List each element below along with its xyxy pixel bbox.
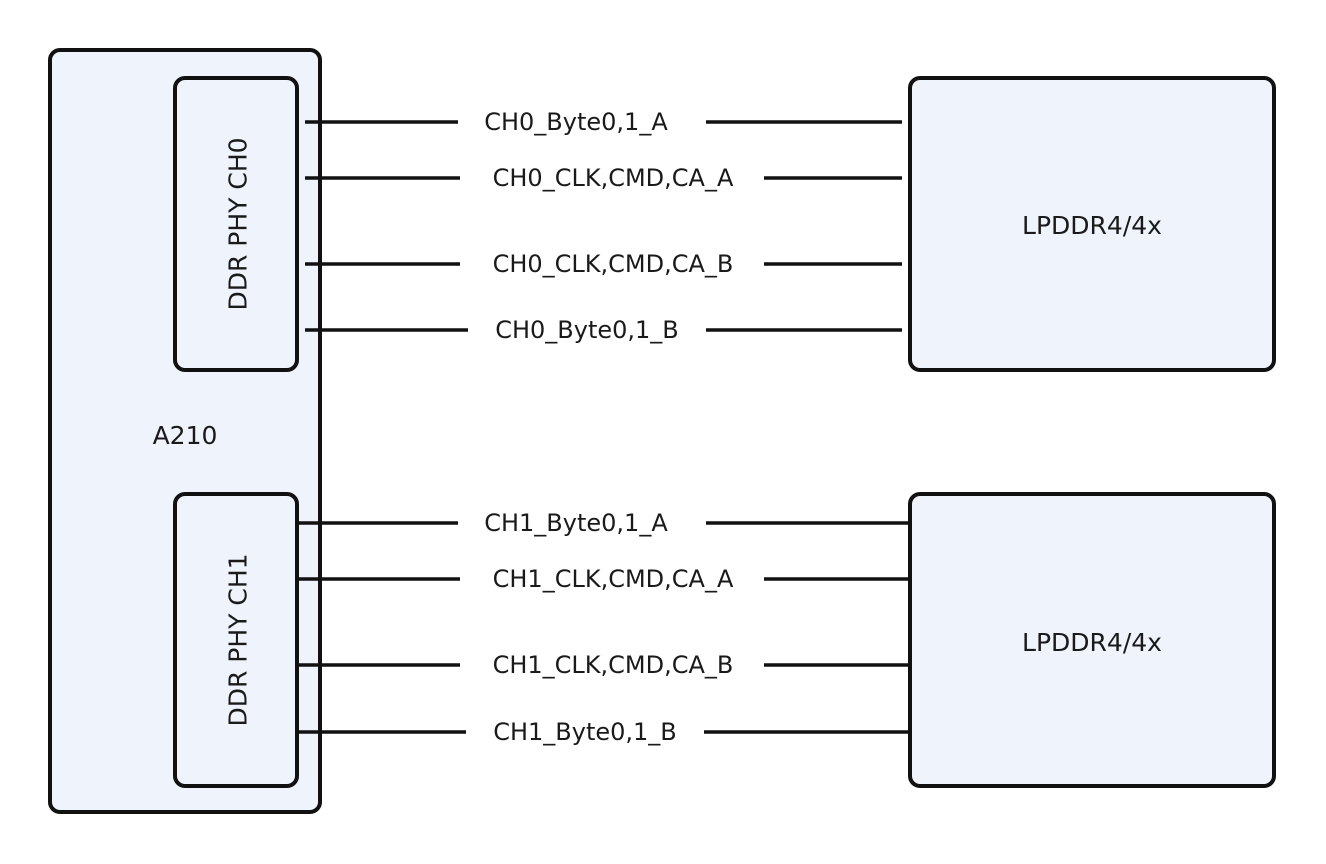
- ch0-signal-label: CH0_CLK,CMD,CA_A: [493, 164, 734, 192]
- phy-ch0-label: DDR PHY CH0: [224, 137, 253, 310]
- ch1-signal-label: CH1_CLK,CMD,CA_A: [493, 565, 734, 593]
- ch1-signal-label: CH1_CLK,CMD,CA_B: [493, 651, 734, 679]
- ch1-signal-label: CH1_Byte0,1_B: [493, 718, 677, 746]
- phy-ch1-label: DDR PHY CH1: [224, 553, 253, 726]
- ch0-signal-label: CH0_Byte0,1_A: [484, 108, 668, 136]
- ch1-signal-group: CH1_Byte0,1_A CH1_CLK,CMD,CA_A CH1_CLK,C…: [297, 509, 910, 746]
- memory-ch1-label: LPDDR4/4x: [1022, 628, 1162, 657]
- phy-ch1-block: [173, 492, 299, 788]
- phy-ch0-block: [173, 76, 299, 372]
- ch0-signal-label: CH0_Byte0,1_B: [495, 316, 679, 344]
- ch0-signal-group: CH0_Byte0,1_A CH0_CLK,CMD,CA_A CH0_CLK,C…: [305, 108, 902, 344]
- memory-ch0-block: [908, 76, 1276, 372]
- ch0-signal-label: CH0_CLK,CMD,CA_B: [493, 250, 734, 278]
- memory-ch0-label: LPDDR4/4x: [1022, 211, 1162, 240]
- ch1-signal-label: CH1_Byte0,1_A: [484, 509, 668, 537]
- soc-label: A210: [153, 421, 218, 450]
- memory-ch1-block: [908, 492, 1276, 788]
